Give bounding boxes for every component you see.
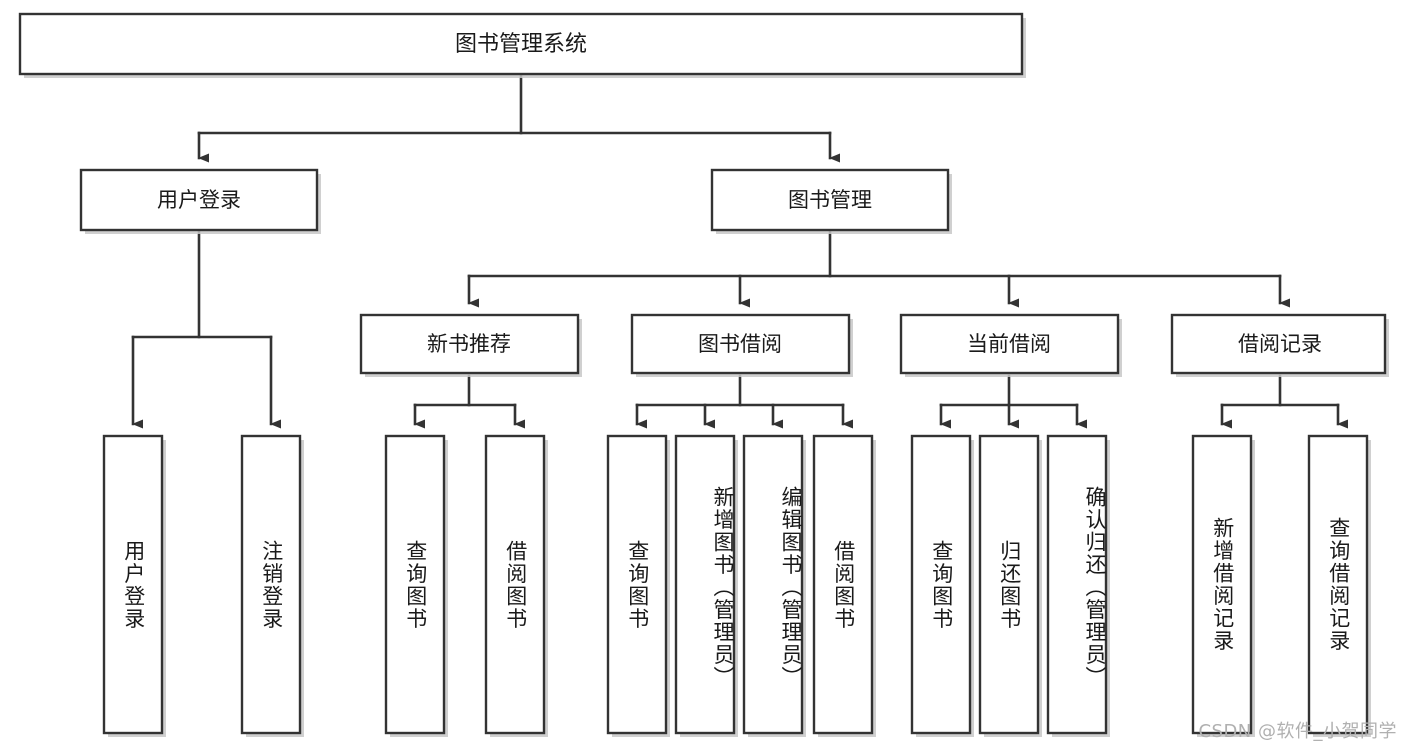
leaf-edit-book-box[interactable] [742,434,804,735]
leaf-confirm-return-box[interactable] [1046,434,1108,735]
node-user-login-box[interactable] [79,168,319,232]
leaf-borrow-book-2-box[interactable] [812,434,874,735]
watermark-text: CSDN @软件_小贺同学 [1198,721,1397,742]
connector-group-user-login [131,230,281,429]
leaf-user-login-box[interactable] [102,434,164,735]
leaf-logout-box[interactable] [240,434,302,735]
connector-group-new-book-recommend [413,374,525,429]
connector-group-current-borrow [939,374,1087,429]
node-new-book-recommend[interactable]: 新书推荐 [359,313,582,377]
leaf-boxes [102,434,1371,737]
node-user-login-label: 用户登录 [157,188,241,212]
leaf-add-book-box[interactable] [674,434,736,735]
node-current-borrow-label: 当前借阅 [967,332,1051,356]
leaf-query-book-1-box[interactable] [384,434,446,735]
node-book-borrow[interactable]: 图书借阅 [630,313,853,377]
node-borrow-record[interactable]: 借阅记录 [1170,313,1389,377]
node-current-borrow-box[interactable] [899,313,1120,375]
connector-group-root [197,74,840,163]
node-book-borrow-box[interactable] [630,313,851,375]
leaf-query-record-box[interactable] [1307,434,1369,735]
node-new-book-recommend-box[interactable] [359,313,580,375]
node-root-label: 图书管理系统 [455,32,587,57]
leaf-query-book-3-box[interactable] [910,434,972,735]
connector-group-borrow-record [1220,374,1348,429]
leaf-return-book-box[interactable] [978,434,1040,735]
leaf-borrow-book-1-box[interactable] [484,434,546,735]
node-current-borrow[interactable]: 当前借阅 [899,313,1122,377]
node-root[interactable]: 图书管理系统 [18,12,1026,78]
leaf-query-book-2-box[interactable] [606,434,668,735]
connector-group-book-borrow [635,374,853,429]
connector-group-book-management [467,230,1290,308]
node-book-management-box[interactable] [710,168,950,232]
leaf-add-record-box[interactable] [1191,434,1253,735]
node-borrow-record-label: 借阅记录 [1238,332,1322,356]
node-root-box[interactable] [18,12,1024,76]
node-new-book-recommend-label: 新书推荐 [427,332,511,356]
node-book-borrow-label: 图书借阅 [698,332,782,356]
node-book-management-label: 图书管理 [788,188,872,212]
node-book-management[interactable]: 图书管理 [710,168,952,234]
node-borrow-record-box[interactable] [1170,313,1387,375]
node-user-login[interactable]: 用户登录 [79,168,321,234]
